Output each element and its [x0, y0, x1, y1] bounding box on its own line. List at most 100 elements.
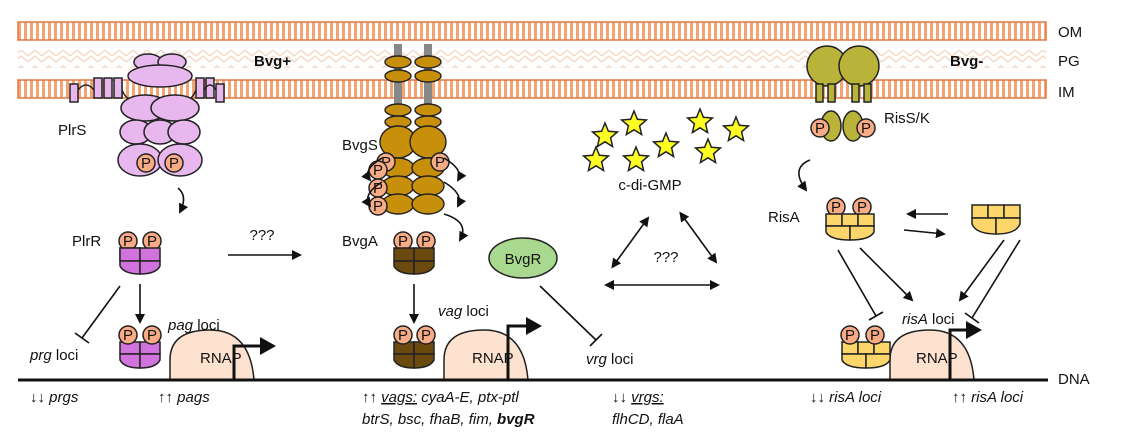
bvgs-transfer-arrow-4: [443, 181, 467, 208]
vrgs-output-line1: ↓↓ vrgs:: [612, 389, 664, 406]
risa-label: RisA: [768, 209, 800, 226]
bvgs-transfer-arrow-2: [443, 157, 467, 182]
vag-promoter: [506, 324, 528, 380]
c-di-gmp-star: [619, 109, 649, 137]
c-di-gmp-star: [685, 107, 715, 135]
bvgs-phospho: P: [430, 152, 450, 172]
rnap-bound-phospho: P: [840, 325, 860, 345]
bvgr-protein: BvgR: [488, 237, 558, 279]
im-label: IM: [1058, 84, 1075, 101]
promoter-arrows: [232, 324, 968, 380]
pag-promoter: [232, 344, 262, 380]
rnap-bound-phospho: P: [142, 325, 162, 345]
phospho-label: P: [857, 199, 867, 216]
rnap-bound-phospho: P: [865, 325, 885, 345]
unknown-link-label: ???: [249, 227, 274, 244]
pags-output: ↑↑ pags: [158, 389, 210, 406]
phospho-label: P: [435, 154, 445, 171]
dna-label: DNA: [1058, 371, 1090, 388]
bvga-label: BvgA: [342, 233, 378, 250]
c-di-gmp-star: [651, 131, 681, 159]
bvgr-represses-vrg: [539, 285, 597, 341]
risa-p-represses: [837, 249, 877, 317]
phospho-label: P: [123, 327, 133, 344]
risa-represses: [971, 239, 1021, 319]
rnap-bound-phospho: P: [393, 325, 413, 345]
bvgs-to-bvga-arrow: [443, 213, 469, 242]
riss-k-label: RisS/K: [884, 110, 930, 127]
risa-phospho-arrow: [903, 228, 946, 239]
inhibition-lines: [74, 239, 1021, 347]
plrs-label: PlrS: [58, 122, 86, 139]
prg-loci-label: prg loci: [29, 347, 78, 364]
vrgs-output-line2: flhCD, flaA: [612, 411, 684, 428]
plrs-to-plrr-arrow: [177, 187, 189, 214]
phospho-label: P: [845, 327, 855, 344]
bvg-plus-label: Bvg+: [254, 53, 291, 70]
bvgs-transfer-arrow-3: [361, 181, 383, 208]
phospho-label: P: [147, 327, 157, 344]
vags-output-line1: ↑↑ vags: cyaA-E, ptx-ptl: [362, 389, 519, 406]
phospho-label: P: [373, 162, 383, 179]
plrs-phospho: P: [164, 153, 184, 173]
vags-output-line2: btrS, bsc, fhaB, fim, bvgR: [362, 411, 535, 428]
om-label: OM: [1058, 24, 1082, 41]
outer-membrane: [17, 21, 1047, 41]
cdigmp-cycle-arrow-left: [611, 216, 650, 269]
bvgs-phospho: P: [368, 196, 388, 216]
bvg-minus-label: Bvg-: [950, 53, 983, 70]
phospho-label: P: [381, 154, 391, 171]
rnap-complex-risa: RNAP: [841, 329, 975, 381]
bvgs-label: BvgS: [342, 137, 378, 154]
phospho-label: P: [421, 327, 431, 344]
pg-label: PG: [1058, 53, 1080, 70]
risa-p-activation-arrow: [859, 247, 914, 302]
rnap-bound-phospho: P: [118, 325, 138, 345]
plrr-represses-prg: [81, 285, 121, 339]
risa-up-output: ↑↑ risA loci: [952, 389, 1024, 406]
rnap-label-3: RNAP: [916, 350, 958, 367]
phospho-label: P: [373, 180, 383, 197]
phospho-label: P: [373, 198, 383, 215]
phospho-label: P: [398, 327, 408, 344]
c-di-gmp-star: [721, 115, 751, 143]
phospho-label: P: [861, 120, 871, 137]
prgs-output: ↓↓ prgs: [30, 389, 79, 406]
phospho-label: P: [831, 199, 841, 216]
plrr-label: PlrR: [72, 233, 101, 250]
phospho-label: P: [147, 233, 157, 250]
riss-phospho: P: [810, 118, 830, 138]
phospho-label: P: [421, 233, 431, 250]
phospho-label: P: [123, 233, 133, 250]
risa-loci-label: risA loci: [902, 311, 955, 328]
vrg-loci-label: vrg loci: [586, 351, 634, 368]
riss-to-risa-arrow: [797, 159, 811, 192]
bvgr-label: BvgR: [505, 251, 542, 268]
phospho-label: P: [141, 155, 151, 172]
c-di-gmp-star: [621, 145, 651, 173]
c-di-gmp-star: [590, 121, 620, 149]
c-di-gmp-molecules: [581, 107, 751, 173]
risa-activation-arrow: [958, 239, 1005, 302]
rnap-bound-phospho: P: [416, 325, 436, 345]
risa-promoter: [948, 328, 968, 380]
vag-loci-label: vag loci: [438, 303, 489, 320]
pathway-arrows: [135, 157, 1005, 324]
inner-membrane: [17, 79, 1047, 99]
bvgs-transfer-arrow-1: [361, 157, 383, 182]
risa-down-output: ↓↓ risA loci: [810, 389, 882, 406]
cdigmp-cycle-arrow-right: [679, 211, 718, 264]
unknown-cycle-label: ???: [653, 249, 678, 266]
promoter-arrowheads: [260, 317, 982, 355]
c-di-gmp-star: [581, 145, 611, 173]
phospho-label: P: [169, 155, 179, 172]
riss-phospho: P: [856, 118, 876, 138]
phospho-label: P: [815, 120, 825, 137]
bvga-dimer: [393, 247, 435, 275]
plrs-sensor: [69, 53, 225, 177]
plrr-dimer: [119, 247, 161, 275]
rnap-label-2: RNAP: [472, 350, 514, 367]
peptidoglycan-layer: [18, 50, 1046, 68]
